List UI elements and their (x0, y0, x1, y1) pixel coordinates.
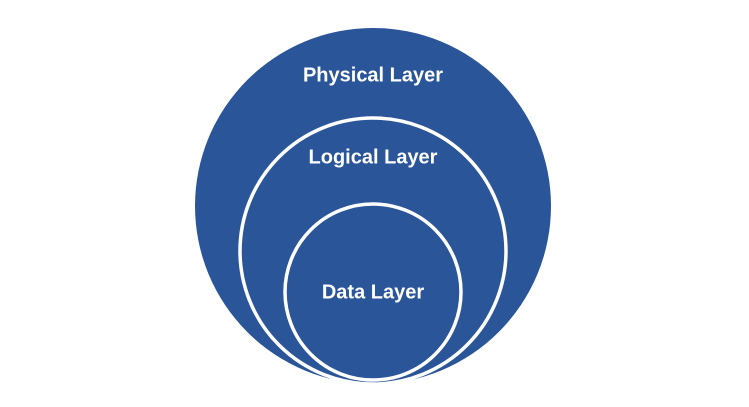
data-layer-circle (283, 202, 463, 382)
logical-layer-label: Logical Layer (309, 146, 438, 168)
data-layer-label: Data Layer (322, 281, 424, 303)
physical-layer-label: Physical Layer (303, 64, 443, 86)
